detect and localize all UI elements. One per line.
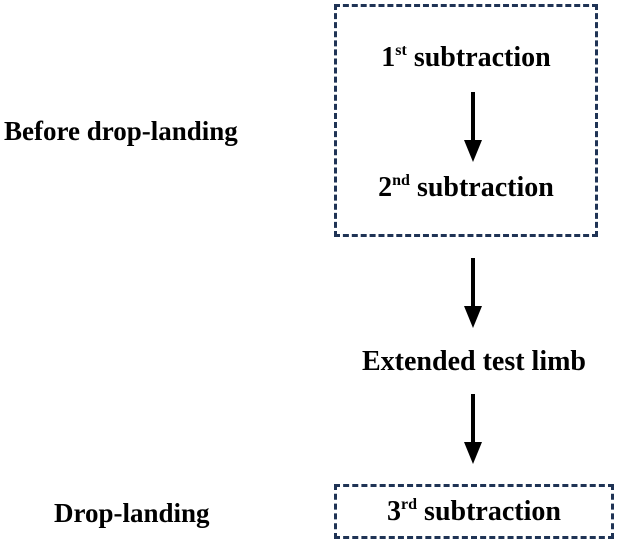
third-subtraction-suffix: rd: [401, 496, 418, 513]
first-subtraction-node: 1st subtraction: [334, 42, 598, 73]
extended-test-limb-node: Extended test limb: [362, 346, 586, 377]
arrow-first-to-second: [464, 92, 482, 162]
before-drop-landing-group: [334, 4, 598, 237]
third-subtraction-number: 3: [387, 496, 402, 527]
second-subtraction-number: 2: [378, 172, 393, 203]
first-subtraction-text: subtraction: [406, 42, 551, 73]
drop-landing-group: [334, 484, 614, 539]
first-subtraction-suffix: st: [395, 42, 407, 59]
arrow-second-to-extended: [464, 258, 482, 328]
second-subtraction-suffix: nd: [392, 172, 410, 189]
third-subtraction-node: 3rd subtraction: [334, 496, 614, 527]
first-subtraction-number: 1: [381, 42, 396, 73]
third-subtraction-text: subtraction: [417, 496, 561, 527]
second-subtraction-node: 2nd subtraction: [334, 172, 598, 203]
arrow-extended-to-third: [464, 394, 482, 464]
drop-landing-label: Drop-landing: [54, 498, 210, 528]
before-drop-landing-label: Before drop-landing: [4, 116, 238, 146]
second-subtraction-text: subtraction: [409, 172, 554, 203]
